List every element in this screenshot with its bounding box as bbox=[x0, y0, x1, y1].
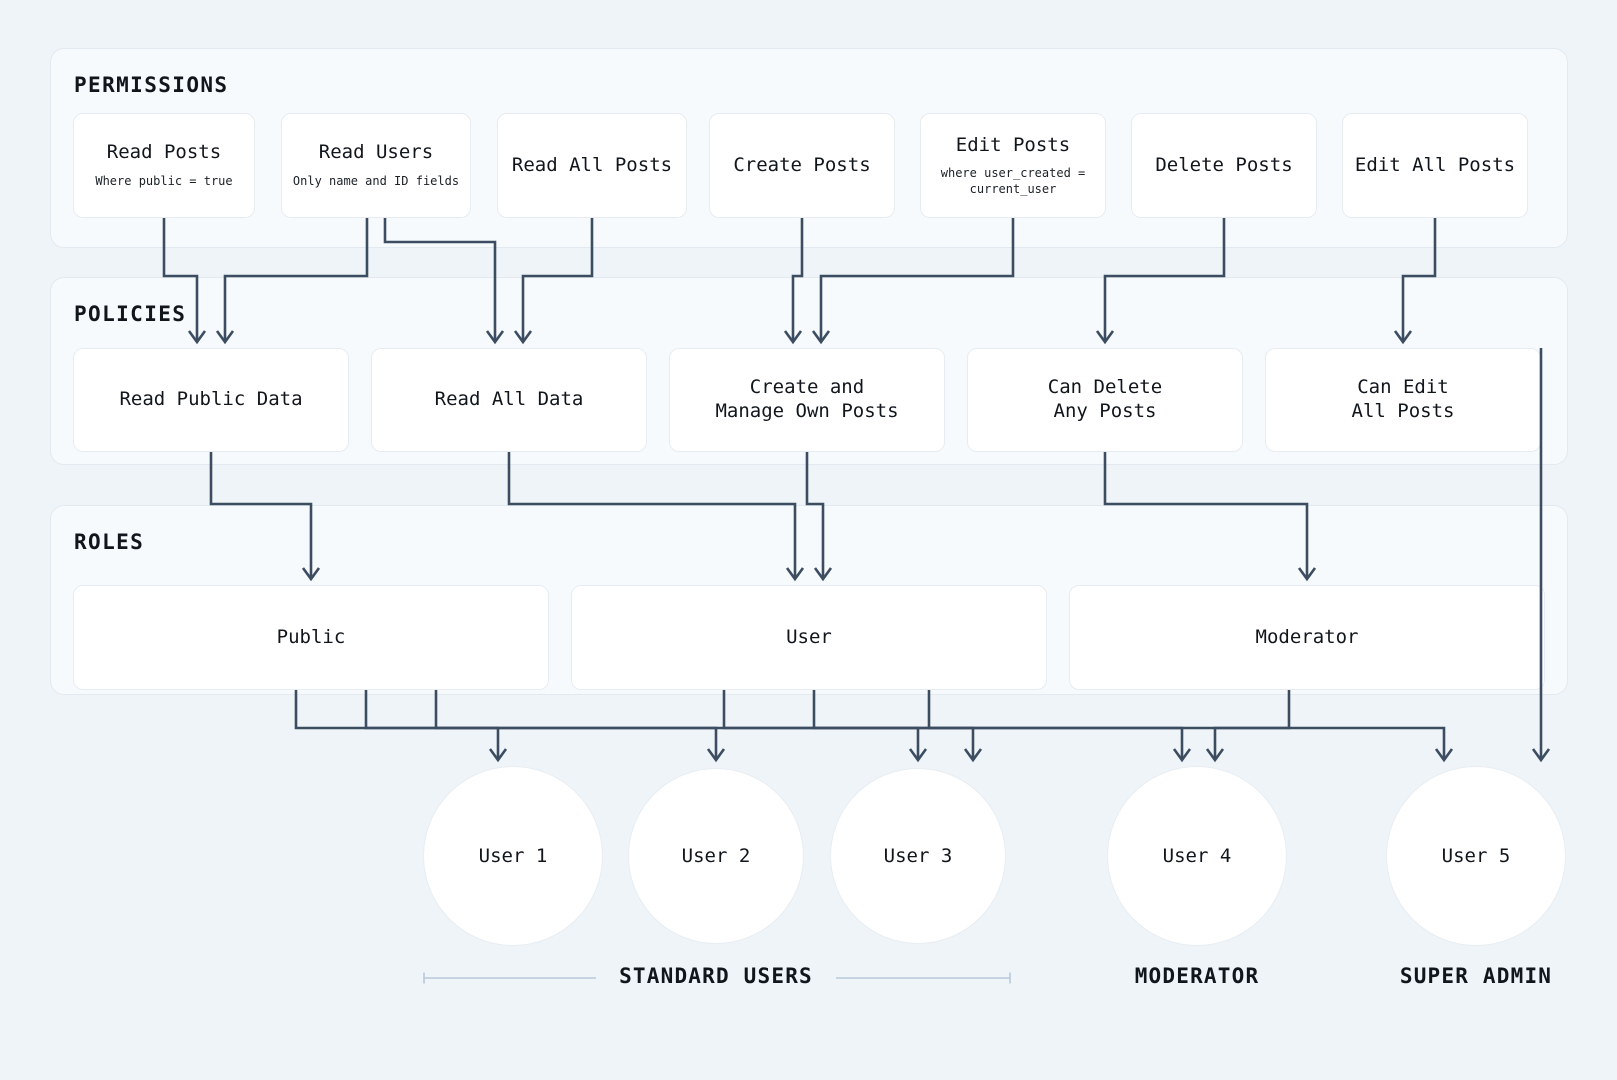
user-label: User 2 bbox=[681, 845, 751, 867]
edge-role-to-user-4-arrowhead bbox=[1172, 748, 1192, 763]
section-title-roles: ROLES bbox=[74, 530, 145, 554]
permission-card-title: Read Users bbox=[318, 141, 434, 164]
group-label-super-admin: SUPER ADMIN bbox=[1399, 964, 1553, 988]
edge-role-to-user-3 bbox=[722, 690, 975, 760]
policy-card-title: Read Public Data bbox=[119, 388, 303, 411]
policy-card-title: Can Delete Any Posts bbox=[1047, 376, 1163, 422]
policy-card-create-manage-own[interactable]: Create and Manage Own Posts bbox=[669, 348, 945, 452]
user-node-user-2[interactable]: User 2 bbox=[628, 768, 804, 944]
edge-policy-to-user-0-arrowhead bbox=[1531, 748, 1551, 763]
permission-card-create-posts[interactable]: Create Posts bbox=[709, 113, 895, 218]
user-node-user-5[interactable]: User 5 bbox=[1386, 766, 1566, 946]
policy-card-read-public-data[interactable]: Read Public Data bbox=[73, 348, 349, 452]
role-card-title: Public bbox=[276, 625, 346, 648]
edge-role-to-user-1 bbox=[364, 690, 718, 760]
user-label: User 3 bbox=[883, 845, 953, 867]
permission-card-title: Read Posts bbox=[106, 141, 222, 164]
permission-card-title: Read All Posts bbox=[511, 153, 673, 176]
edge-role-to-user-6-arrowhead bbox=[1205, 748, 1225, 763]
policy-card-title: Create and Manage Own Posts bbox=[715, 376, 899, 422]
permission-card-subtitle: Where public = true bbox=[95, 174, 233, 189]
edge-role-to-user-1-arrowhead bbox=[706, 748, 726, 763]
permission-card-title: Edit Posts bbox=[955, 133, 1071, 156]
permission-card-subtitle: Only name and ID fields bbox=[292, 174, 460, 189]
permission-card-title: Edit All Posts bbox=[1354, 153, 1516, 176]
policy-card-can-delete-any[interactable]: Can Delete Any Posts bbox=[967, 348, 1243, 452]
permission-card-read-all-posts[interactable]: Read All Posts bbox=[497, 113, 687, 218]
policy-card-title: Can Edit All Posts bbox=[1351, 376, 1455, 422]
edge-role-to-user-5 bbox=[927, 690, 1446, 760]
user-node-user-1[interactable]: User 1 bbox=[423, 766, 603, 946]
edge-role-to-user-6 bbox=[1213, 690, 1291, 760]
role-card-user[interactable]: User bbox=[571, 585, 1047, 690]
policy-card-can-edit-all[interactable]: Can Edit All Posts bbox=[1265, 348, 1541, 452]
section-title-policies: POLICIES bbox=[74, 302, 187, 326]
permission-card-edit-posts[interactable]: Edit Posts where user_created = current_u… bbox=[920, 113, 1106, 218]
edge-role-to-user-0-arrowhead bbox=[488, 748, 508, 763]
permission-card-delete-posts[interactable]: Delete Posts bbox=[1131, 113, 1317, 218]
edge-role-to-user-0 bbox=[294, 690, 500, 760]
user-node-user-4[interactable]: User 4 bbox=[1107, 766, 1287, 946]
edge-role-to-user-3-arrowhead bbox=[963, 748, 983, 763]
edge-role-to-user-2 bbox=[434, 690, 920, 760]
edge-role-to-user-5-arrowhead bbox=[1434, 748, 1454, 763]
group-label-moderator: MODERATOR bbox=[1134, 964, 1260, 988]
policy-card-read-all-data[interactable]: Read All Data bbox=[371, 348, 647, 452]
role-card-title: User bbox=[786, 625, 832, 648]
group-label-standard-users: STANDARD USERS bbox=[619, 964, 813, 988]
section-title-permissions: PERMISSIONS bbox=[74, 73, 229, 97]
user-label: User 1 bbox=[478, 845, 548, 867]
permission-card-subtitle: where user_created = current_user bbox=[940, 166, 1086, 196]
user-label: User 5 bbox=[1441, 845, 1511, 867]
role-card-title: Moderator bbox=[1255, 625, 1359, 648]
user-label: User 4 bbox=[1162, 845, 1232, 867]
policy-card-title: Read All Data bbox=[434, 388, 584, 411]
permission-card-title: Delete Posts bbox=[1155, 153, 1293, 176]
permission-card-title: Create Posts bbox=[733, 153, 871, 176]
permission-card-edit-all-posts[interactable]: Edit All Posts bbox=[1342, 113, 1528, 218]
user-node-user-3[interactable]: User 3 bbox=[830, 768, 1006, 944]
edge-role-to-user-4 bbox=[812, 690, 1184, 760]
role-card-moderator[interactable]: Moderator bbox=[1069, 585, 1545, 690]
edge-role-to-user-2-arrowhead bbox=[908, 748, 928, 763]
role-card-public[interactable]: Public bbox=[73, 585, 549, 690]
